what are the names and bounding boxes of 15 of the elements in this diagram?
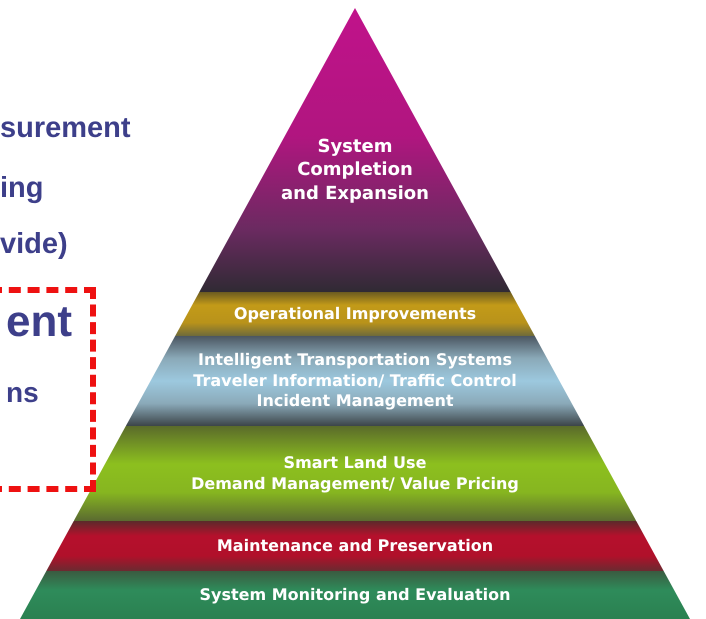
tier-label: Traveler Information/ Traffic Control — [193, 370, 517, 392]
tier-label: Maintenance and Preservation — [216, 536, 494, 556]
tier-label: Operational Improvements — [234, 304, 476, 324]
dashed-highlight-box — [0, 287, 96, 492]
tier-label: Incident Management — [256, 391, 454, 412]
bullet-text: surement — [0, 112, 131, 145]
tier-label: System Monitoring and Evaluation — [200, 584, 510, 606]
heading-text: ent — [6, 297, 72, 347]
heading-text: ns — [6, 377, 39, 409]
tier-label: System Completion and Expansion — [280, 134, 430, 206]
bullet-text: vide) — [0, 228, 68, 261]
bullet-text: ing — [0, 172, 44, 205]
tier-label: Intelligent Transportation Systems — [198, 350, 512, 371]
tier-label: Smart Land Use — [284, 452, 426, 474]
tier-label: Demand Management/ Value Pricing — [191, 474, 519, 494]
